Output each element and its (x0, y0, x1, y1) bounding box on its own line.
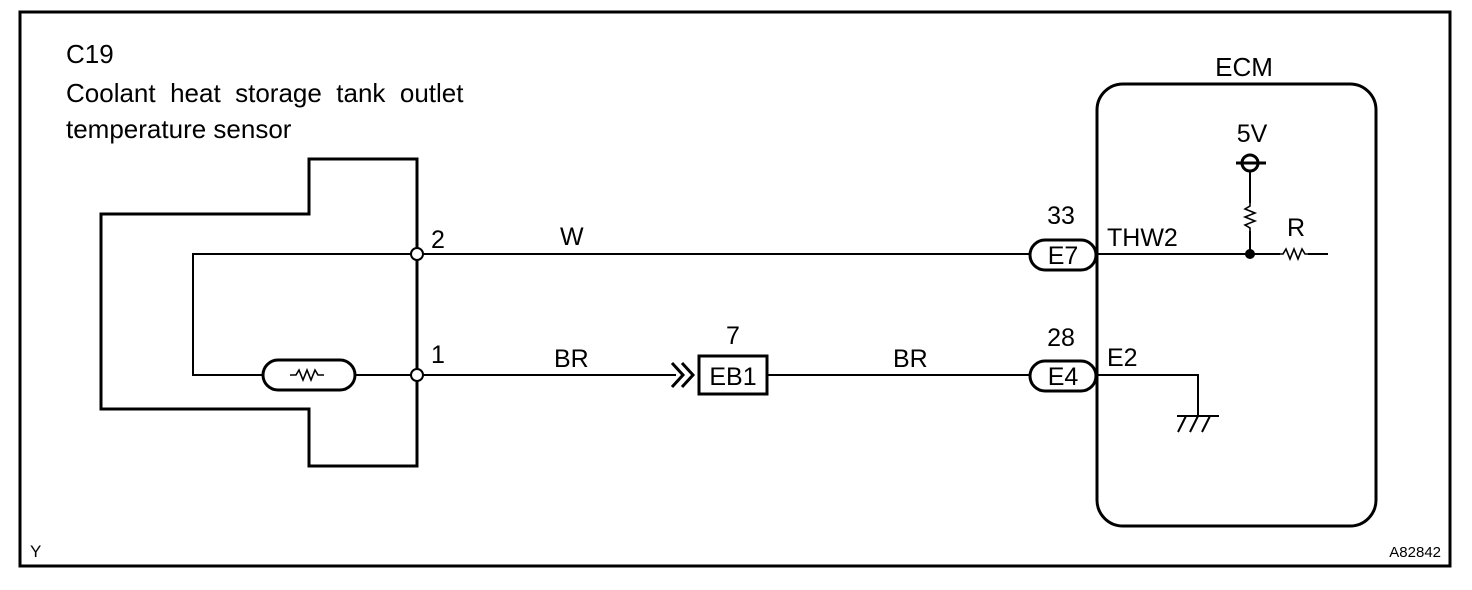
ecm-signal-bottom-label: E2 (1107, 344, 1138, 372)
ecm-resistor-label: R (1287, 214, 1305, 242)
figure-id: A82842 (1389, 544, 1441, 561)
ecm-connector-top-label: E7 (1048, 242, 1079, 270)
ecm-connector-bottom-label: E4 (1048, 363, 1079, 391)
ecm-connector-top-pin: 33 (1047, 202, 1075, 230)
ecm-box (1095, 82, 1378, 528)
ecm-voltage-label: 5V (1237, 120, 1268, 148)
ground-icon-hatch (1189, 415, 1199, 433)
wire-bottom-right-color-label: BR (893, 345, 928, 373)
terminal-pin-1-icon (410, 368, 424, 382)
sensor-name-line2: temperature sensor (66, 114, 292, 144)
junction-connector-pin: 7 (726, 322, 740, 350)
sensor-name-line1: Coolant heat storage tank outlet (66, 78, 464, 108)
ecm-title: ECM (1215, 52, 1273, 82)
ecm-connector-top (1028, 238, 1098, 272)
sensor-internal-wire (192, 253, 417, 376)
wire-top-color-label: W (560, 223, 584, 251)
ecm-connector-bottom (1028, 359, 1098, 393)
connector-chevron-icon (670, 361, 686, 389)
footer-left-code: Y (30, 542, 41, 561)
sensor-pin-1-label: 1 (431, 341, 445, 369)
ecm-signal-top-label: THW2 (1107, 224, 1178, 252)
ground-icon-hatch (1177, 415, 1187, 433)
ecm-series-resistor-zigzag (1280, 246, 1308, 262)
ecm-pullup-resistor-zigzag (1242, 203, 1258, 231)
thermistor-resistor-zigzag (290, 367, 324, 383)
diagram-frame (18, 10, 1452, 568)
junction-connector-label: EB1 (709, 363, 756, 391)
ecm-connector-bottom-pin: 28 (1047, 324, 1075, 352)
ecm-ground-wire (1097, 374, 1199, 416)
sensor-pin-2-label: 2 (431, 226, 445, 254)
wire-bottom-left-color-label: BR (554, 345, 589, 373)
sensor-code: C19 (66, 39, 114, 69)
ground-icon-hatch (1201, 415, 1211, 433)
terminal-pin-2-icon (410, 247, 424, 261)
sensor-housing (99, 157, 419, 468)
connector-chevron-icon (680, 361, 696, 389)
